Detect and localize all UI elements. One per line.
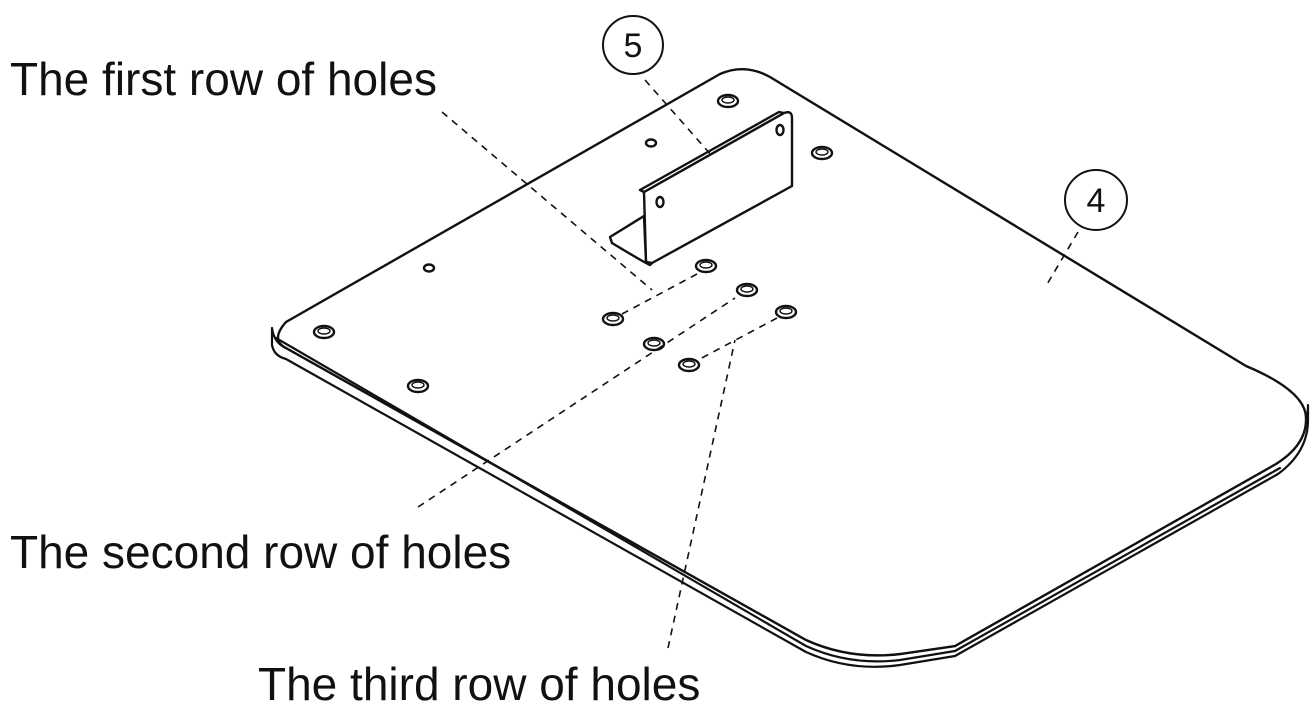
- leader-lines: [417, 79, 1079, 649]
- callout-4: 4: [1064, 169, 1128, 231]
- corner-hole: [312, 324, 336, 340]
- corner-hole: [406, 378, 430, 394]
- callout-4-circle: [1064, 169, 1128, 231]
- leader-callout-4: [1045, 231, 1079, 287]
- third-row-hole: [774, 304, 798, 320]
- label-third-row: The third row of holes: [258, 658, 700, 709]
- label-second-row: The second row of holes: [10, 526, 511, 578]
- bracket-hole-left: [655, 195, 665, 209]
- pilot-hole: [644, 138, 658, 148]
- bracket: [608, 110, 794, 267]
- leader-second-row: [417, 297, 736, 508]
- base-plate: [270, 68, 1310, 668]
- leader-first-row: [441, 111, 653, 291]
- corner-hole: [810, 145, 834, 161]
- first-row-hole: [601, 311, 625, 327]
- leader-third-row-link: [697, 317, 778, 361]
- corner-hole: [716, 93, 740, 109]
- leader-third-row: [667, 339, 736, 649]
- second-row-hole: [735, 282, 759, 298]
- label-first-row: The first row of holes: [10, 53, 437, 105]
- callout-5-circle: [602, 15, 664, 75]
- callout-5-number: 5: [624, 27, 643, 65]
- callout-4-number: 4: [1087, 182, 1106, 220]
- pilot-hole: [422, 263, 436, 273]
- bracket-horizontal-flange: [608, 214, 654, 267]
- bracket-hole-right: [775, 123, 785, 137]
- leader-first-row-link: [621, 273, 698, 315]
- callout-5: 5: [602, 15, 664, 75]
- base-plate-top-face: [276, 68, 1308, 657]
- base-plate-edge-seam: [274, 336, 1282, 663]
- third-row-hole: [677, 357, 701, 373]
- leader-callout-5: [644, 79, 713, 157]
- first-row-hole: [694, 258, 718, 274]
- bracket-flange-thickness: [638, 110, 786, 194]
- plate-holes: [312, 93, 834, 394]
- second-row-hole: [642, 336, 666, 352]
